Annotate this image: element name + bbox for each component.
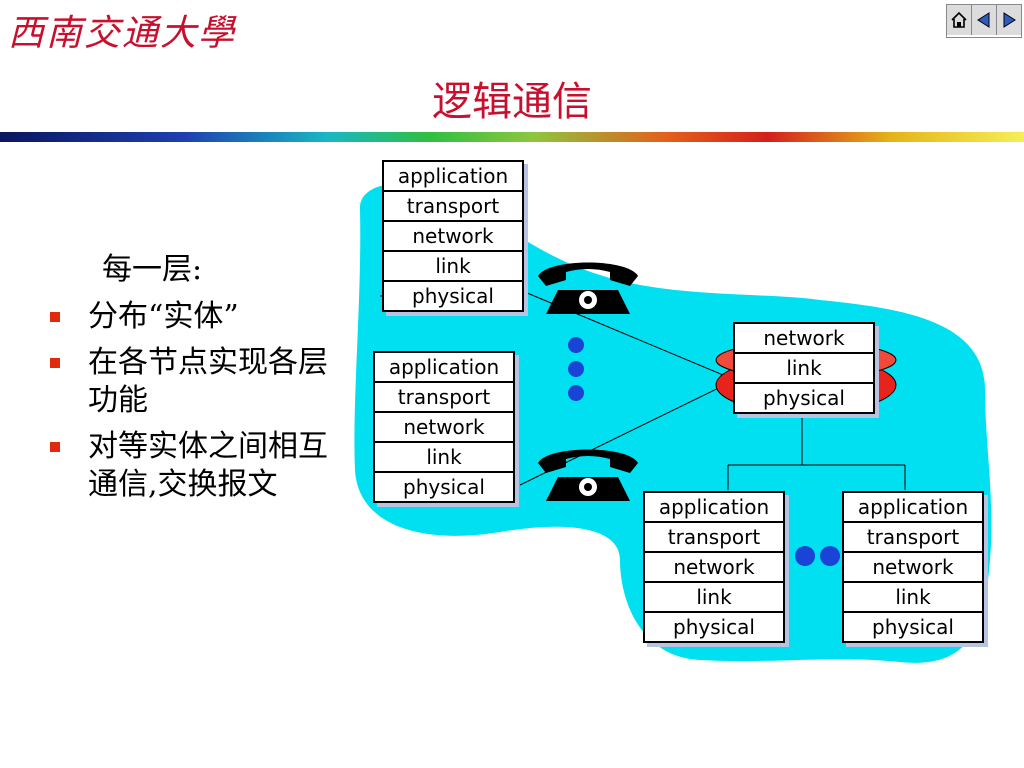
layer-transport: transport: [844, 523, 982, 553]
home-button[interactable]: [947, 5, 972, 35]
layer-network: network: [735, 324, 873, 354]
layer-transport: transport: [375, 383, 513, 413]
slide-title: 逻辑通信: [432, 79, 592, 125]
layer-network: network: [375, 413, 513, 443]
layer-transport: transport: [645, 523, 783, 553]
bullet-list: 每一层: 分布“实体” 在各节点实现各层功能 对等实体之间相互通信,交换报文: [50, 250, 330, 504]
layer-physical: physical: [412, 284, 494, 308]
layer-application: application: [844, 493, 982, 523]
ellipsis-dot: [820, 546, 840, 566]
bullet-item: 分布“实体”: [50, 298, 330, 336]
home-icon: [951, 11, 967, 28]
next-button[interactable]: [997, 5, 1021, 35]
title-divider: [0, 132, 1024, 142]
layer-physical: physical: [763, 386, 845, 410]
prev-icon: [977, 12, 990, 28]
layer-application: application: [384, 162, 522, 192]
layer-physical: physical: [403, 475, 485, 499]
layer-link: link: [844, 583, 982, 613]
protocol-stack-host: application transport network link physi…: [643, 491, 785, 643]
prev-button[interactable]: [972, 5, 997, 35]
next-icon: [1003, 12, 1016, 28]
layer-link: link: [375, 443, 513, 473]
bullet-square-icon: [50, 312, 60, 322]
ellipsis-dot: [568, 337, 584, 353]
phone-icon: [538, 449, 638, 501]
bullet-item: 对等实体之间相互通信,交换报文: [50, 428, 330, 504]
ellipsis-dot: [568, 385, 584, 401]
layer-application: application: [375, 353, 513, 383]
layer-network: network: [645, 553, 783, 583]
ellipsis-dot: [795, 546, 815, 566]
protocol-stack-router: network link physical: [733, 322, 875, 414]
bullet-text: 分布“实体”: [88, 299, 239, 334]
layer-application: application: [645, 493, 783, 523]
protocol-stack-host: application transport network link physi…: [373, 351, 515, 503]
protocol-stack-host: application transport network link physi…: [382, 160, 524, 312]
bullet-item: 在各节点实现各层功能: [50, 344, 330, 420]
layer-transport: transport: [384, 192, 522, 222]
university-logo: 西南交通大學: [8, 13, 237, 54]
protocol-stack-host: application transport network link physi…: [842, 491, 984, 643]
layer-physical: physical: [872, 615, 954, 639]
layer-link: link: [735, 354, 873, 384]
bullet-square-icon: [50, 442, 60, 452]
ellipsis-dot: [568, 361, 584, 377]
layer-link: link: [645, 583, 783, 613]
layer-link: link: [384, 252, 522, 282]
layer-physical: physical: [673, 615, 755, 639]
bullet-text: 在各节点实现各层功能: [88, 345, 328, 418]
bullet-square-icon: [50, 358, 60, 368]
layer-network: network: [844, 553, 982, 583]
bullet-text: 对等实体之间相互通信,交换报文: [88, 429, 328, 502]
slide-nav: [946, 4, 1022, 38]
layer-network: network: [384, 222, 522, 252]
bullet-heading: 每一层:: [102, 252, 203, 287]
phone-icon: [538, 262, 638, 314]
